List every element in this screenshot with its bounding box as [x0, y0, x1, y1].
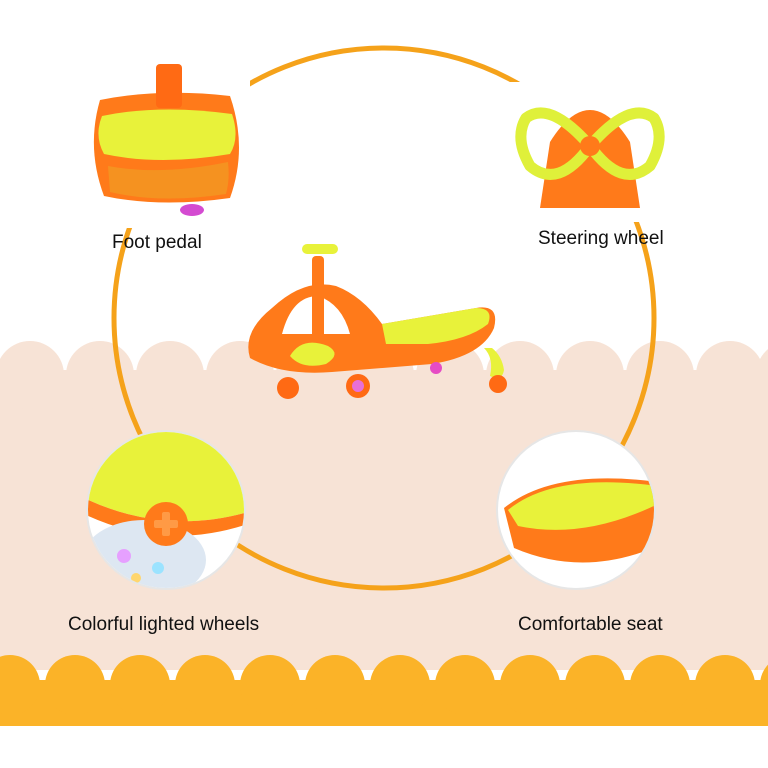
lighted-wheels-image — [86, 430, 246, 590]
lighted-wheels-label: Colorful lighted wheels — [68, 614, 260, 635]
swing-car-image — [248, 244, 507, 399]
orange-scalloped-band — [0, 655, 768, 726]
steering-wheel-image — [510, 82, 670, 222]
feature-ring — [111, 45, 657, 591]
comfortable-seat-image — [496, 430, 656, 590]
foot-pedal-label: Foot pedal — [112, 232, 202, 253]
foot-pedal-image — [80, 58, 250, 228]
steering-wheel-label: Steering wheel — [538, 228, 664, 249]
comfortable-seat-label: Comfortable seat — [518, 614, 663, 635]
